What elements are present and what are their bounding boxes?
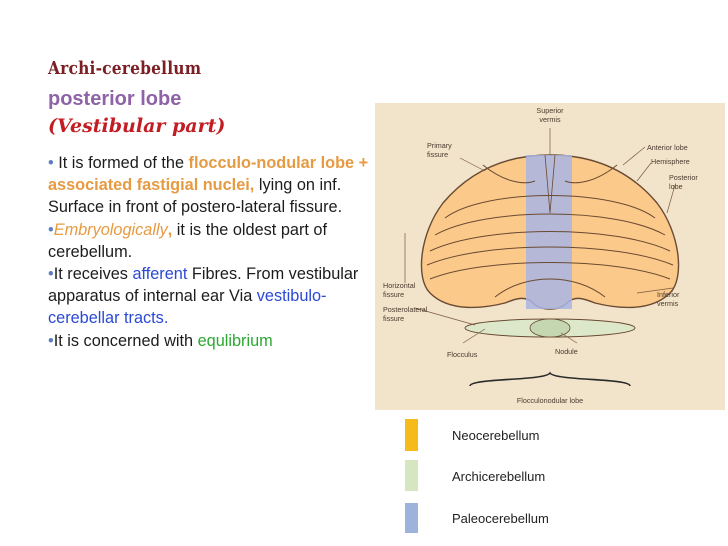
label-nodule: Nodule <box>555 347 578 356</box>
slide-subheading: (Vestibular part) <box>48 115 226 137</box>
text-run: Fibres. From vestibular apparatus of int… <box>48 265 359 306</box>
bullet-point-afferent: •It receives afferent Fibres. From vesti… <box>48 263 373 330</box>
bullet-point-equilibrium: •It is concerned with equlibrium <box>48 330 373 352</box>
highlight-embryologically: Embryologically <box>53 220 168 239</box>
text-run: , <box>167 220 173 239</box>
highlight-afferent: afferent <box>132 265 188 284</box>
text-run: It receives <box>53 265 133 284</box>
label-hemisphere: Hemisphere <box>651 157 690 166</box>
bullet-list: • It is formed of the flocculo-nodular l… <box>48 152 373 352</box>
label-primary-fissure-1: Primary <box>427 141 452 150</box>
label-superior-vermis-1: Superior <box>536 106 564 115</box>
leader-lines <box>404 128 676 344</box>
cerebellum-diagram: Superior vermis Primary fissure Anterior… <box>375 103 725 410</box>
label-flocculus: Flocculus <box>447 350 478 359</box>
text-run: It is concerned with <box>53 331 198 350</box>
text-run: It is formed of the <box>58 154 189 172</box>
folia-lines <box>426 154 674 298</box>
legend-label-paleocerebellum: Paleocerebellum <box>452 511 549 526</box>
label-inferior-vermis-1: Inferior <box>657 290 680 299</box>
highlight-flocculonodular: flocculo-nodular lobe + associated fasti… <box>48 154 369 195</box>
label-anterior-lobe: Anterior lobe <box>647 143 688 152</box>
text-run: it is the oldest part of cerebellum. <box>48 220 328 261</box>
bullet-icon: • <box>48 154 54 172</box>
label-horizontal-fissure-2: fissure <box>383 290 404 299</box>
label-primary-fissure-2: fissure <box>427 150 448 159</box>
legend-label-archicerebellum: Archicerebellum <box>452 469 546 484</box>
label-posterior-lobe-2: lobe <box>669 182 683 191</box>
label-posterior-lobe-1: Posterior <box>669 173 698 182</box>
label-posterolateral-fissure-1: Posterolateral <box>383 305 428 314</box>
highlight-equilibrium: equlibrium <box>197 331 273 350</box>
bullet-icon: • <box>48 265 54 284</box>
label-flocculonodular-lobe: Flocculonodular lobe <box>517 396 583 405</box>
slide-title: Archi-cerebellum <box>48 58 202 79</box>
text-run: , <box>249 176 255 195</box>
legend-swatch-paleocerebellum <box>405 503 418 533</box>
legend-swatch-neocerebellum <box>405 419 418 451</box>
bullet-icon: • <box>48 331 54 350</box>
text-run: lying on inf. Surface in front of poster… <box>48 176 343 217</box>
bullet-point-embryology: •Embryologically, it is the oldest part … <box>48 219 373 263</box>
nodule-shape <box>529 318 571 338</box>
legend-swatch-archicerebellum <box>405 460 418 491</box>
legend-label-neocerebellum: Neocerebellum <box>452 428 540 443</box>
label-horizontal-fissure-1: Horizontal <box>383 281 416 290</box>
label-posterolateral-fissure-2: fissure <box>383 314 404 323</box>
bullet-point-formation: • It is formed of the flocculo-nodular l… <box>48 152 373 219</box>
highlight-tracts: vestibulo-cerebellar tracts. <box>48 287 327 328</box>
brace <box>469 371 631 387</box>
label-superior-vermis-2: vermis <box>539 115 561 124</box>
label-inferior-vermis-2: vermis <box>657 299 679 308</box>
bullet-icon: • <box>48 220 54 239</box>
slide-subtitle: posterior lobe <box>48 88 182 110</box>
